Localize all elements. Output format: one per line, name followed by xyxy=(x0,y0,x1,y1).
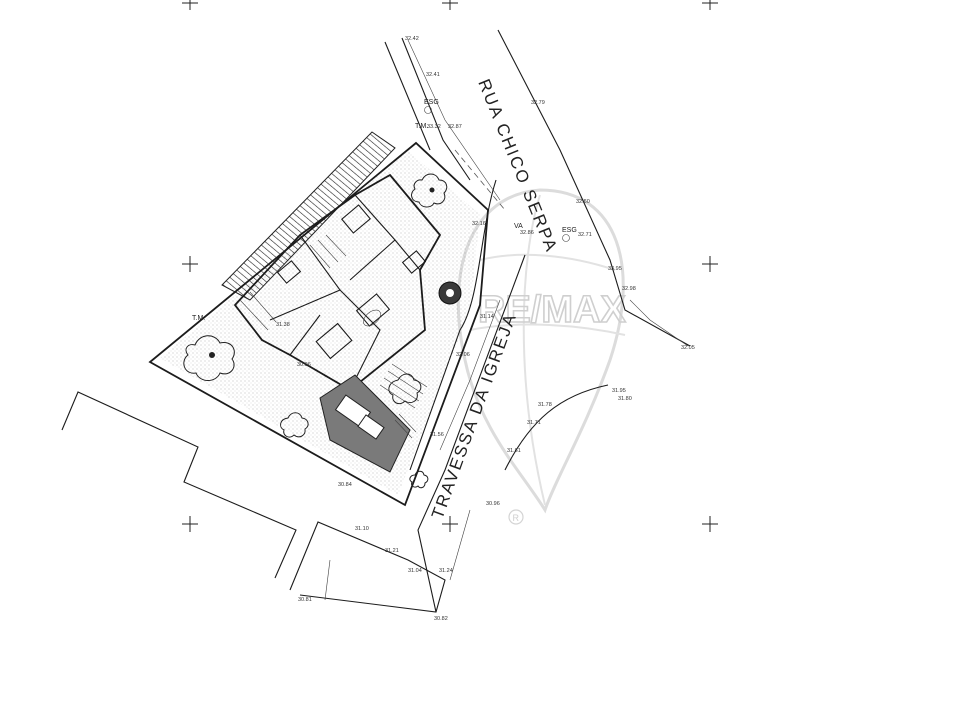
cross-mark xyxy=(442,516,458,532)
level-label: 31.78 xyxy=(538,402,552,408)
level-label: 31.10 xyxy=(355,526,369,532)
tree-icon xyxy=(280,412,309,438)
level-label: 32.60 xyxy=(576,199,590,205)
cross-mark xyxy=(702,516,718,532)
level-label: 31.21 xyxy=(385,548,399,554)
cross-mark xyxy=(702,256,718,272)
watermark-brand: RE/MAX xyxy=(478,289,626,331)
level-label: 31.04 xyxy=(408,568,422,574)
tree-icon xyxy=(411,173,448,208)
house-footprint xyxy=(233,173,442,392)
level-label: 32.16 xyxy=(472,221,486,227)
tree-icon xyxy=(388,373,422,405)
label-tm-top: T.M. xyxy=(415,123,428,130)
label-esg-top: ESG xyxy=(424,99,439,106)
cross-mark xyxy=(182,516,198,532)
level-label: 32.05 xyxy=(681,345,695,351)
cross-mark xyxy=(702,0,718,10)
level-label: 30.81 xyxy=(298,597,312,603)
tree-symbols xyxy=(183,173,462,489)
hatched-retaining-wall xyxy=(221,131,396,301)
level-label: 31.80 xyxy=(618,396,632,402)
cross-mark xyxy=(182,0,198,10)
level-label: 31.56 xyxy=(430,432,444,438)
registration-marks xyxy=(182,0,718,532)
shrub-icon xyxy=(409,470,429,489)
tree-icon xyxy=(183,335,235,381)
label-esg-right: ESG xyxy=(562,227,577,234)
level-label: 32.79 xyxy=(531,100,545,106)
level-label: 33.32 xyxy=(427,124,441,130)
level-label: 30.84 xyxy=(338,482,352,488)
manhole-icon xyxy=(424,106,432,114)
level-label: 33.95 xyxy=(608,266,622,272)
registered-letter: R xyxy=(513,513,520,523)
level-label: 31.61 xyxy=(507,448,521,454)
cross-mark xyxy=(442,0,458,10)
site-boundary xyxy=(148,141,489,507)
level-label: 30.96 xyxy=(297,362,311,368)
level-label: 31.14 xyxy=(480,314,494,320)
registered-mark xyxy=(508,509,524,525)
label-tm-left: T.M. xyxy=(192,315,205,322)
neighbour-building-outline xyxy=(61,391,297,579)
level-label: 30.96 xyxy=(486,501,500,507)
level-label: 32.06 xyxy=(456,352,470,358)
manhole-icon xyxy=(562,234,570,242)
level-label: 31.95 xyxy=(612,388,626,394)
level-label: 31.71 xyxy=(527,420,541,426)
lower-lot-outline xyxy=(289,521,446,613)
watermark: RE/MAX R xyxy=(456,188,627,525)
level-label: 31.38 xyxy=(276,322,290,328)
level-label: 32.42 xyxy=(405,36,419,42)
cross-mark xyxy=(182,256,198,272)
level-label: 32.71 xyxy=(578,232,592,238)
label-va: VA xyxy=(514,223,523,230)
level-label: 32.87 xyxy=(448,124,462,130)
level-label: 31.24 xyxy=(439,568,453,574)
level-label: 32.98 xyxy=(622,286,636,292)
level-annotations: 32.42 32.41 32.79 32.87 33.32 32.60 33.9… xyxy=(276,36,695,622)
level-label: 30.82 xyxy=(434,616,448,622)
level-label: 32.86 xyxy=(520,230,534,236)
terrace-planks xyxy=(379,363,428,439)
tree-icon xyxy=(438,281,462,305)
level-label: 32.41 xyxy=(426,72,440,78)
